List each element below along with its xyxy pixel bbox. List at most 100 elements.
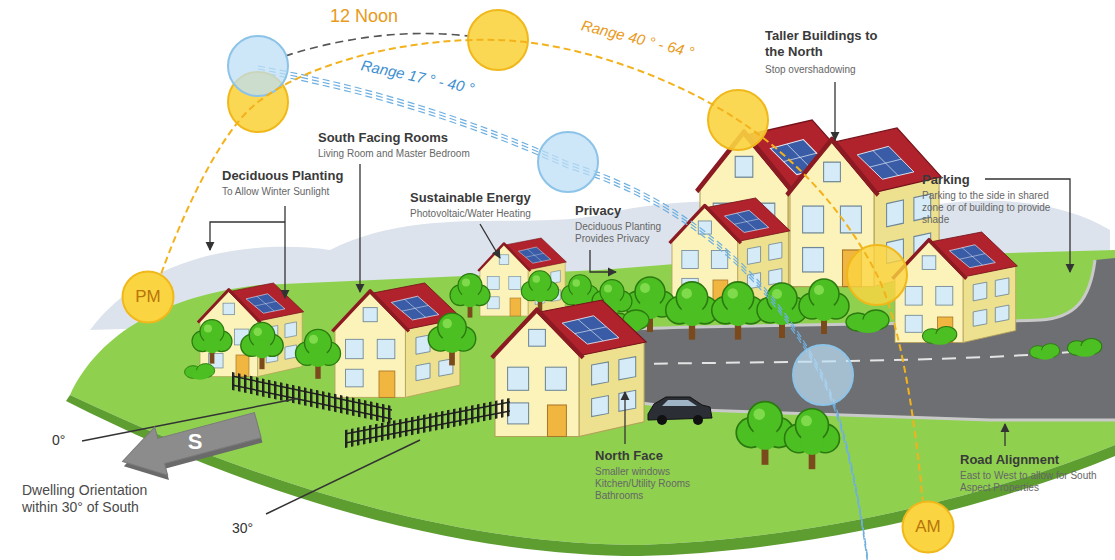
winter-sun	[538, 132, 598, 192]
leader-line	[284, 206, 285, 298]
callout-text: To Allow Winter Sunlight	[222, 186, 329, 198]
tree	[192, 320, 232, 364]
arrow-body	[116, 401, 264, 486]
callout-text: East to West to allow for South Aspect P…	[960, 470, 1108, 494]
orientation-note: Dwelling Orientation within 30° of South	[22, 482, 182, 516]
arrow-group	[116, 401, 265, 490]
callout-text: Smaller windows Kitchen/Utility Rooms Ba…	[595, 466, 705, 502]
node-text-holder: S	[120, 417, 270, 467]
sun-circle: PM	[121, 270, 175, 324]
leader-line	[210, 222, 285, 250]
lane-marking	[630, 352, 1070, 364]
range-label: Range 40 ° - 64 °	[580, 16, 696, 61]
callout-heading: Taller Buildings to the North	[765, 28, 880, 59]
sun-path	[161, 40, 922, 501]
winter-sun-path-line	[258, 66, 868, 560]
tall-house	[787, 128, 941, 287]
tree	[241, 322, 284, 369]
south-arrow: S	[120, 417, 270, 467]
sun-circle: AM	[901, 500, 955, 554]
fence-rail	[345, 402, 510, 434]
node-text: AM	[915, 517, 941, 537]
callout-text: Parking to the side in shared zone or of…	[922, 190, 1057, 226]
node-text: PM	[135, 287, 161, 307]
leader-line	[624, 392, 625, 444]
bush	[1067, 338, 1101, 356]
node-text: S	[188, 429, 203, 455]
time-label: 12 Noon	[330, 6, 398, 28]
callout-heading: Deciduous Planting	[222, 168, 343, 184]
tree	[666, 282, 719, 340]
kerb	[600, 260, 1095, 330]
fence	[345, 398, 510, 448]
fence-pickets	[232, 372, 392, 424]
kerb	[600, 395, 1115, 420]
car-body	[648, 397, 712, 420]
winter-sun-path-line	[258, 69, 868, 560]
leader-line	[480, 224, 500, 258]
fence	[232, 372, 392, 424]
callout-heading: Parking	[922, 172, 970, 188]
noon-line	[285, 34, 468, 57]
road	[600, 258, 1115, 420]
bush	[185, 364, 215, 380]
background-hill	[90, 201, 1110, 330]
tree	[757, 283, 807, 338]
tree	[450, 274, 490, 318]
callout-heading: Road Alignment	[960, 452, 1059, 468]
car-window	[662, 400, 697, 406]
sun-disc	[123, 272, 174, 323]
tree	[799, 279, 849, 334]
leader-line	[1004, 424, 1005, 446]
tree	[428, 313, 476, 365]
angle-label: 30°	[232, 520, 253, 537]
sun-disc	[903, 502, 954, 553]
summer-sun	[228, 72, 288, 132]
tree	[296, 329, 341, 379]
car-wheel	[657, 415, 667, 425]
node-text-holder: PM	[121, 270, 175, 324]
house	[892, 232, 1017, 343]
tree	[785, 409, 840, 470]
bush	[922, 326, 956, 344]
leader-line	[590, 250, 616, 272]
callout-text: Photovoltaic/Water Heating	[410, 208, 531, 220]
tall-house	[697, 120, 859, 289]
tree	[712, 282, 765, 340]
winter-sun	[793, 345, 853, 405]
node-text-holder: AM	[901, 500, 955, 554]
tree	[625, 277, 675, 332]
tree	[561, 275, 599, 316]
bush	[846, 310, 889, 333]
orientation-line	[266, 440, 420, 514]
callout-heading: Sustainable Energy	[410, 190, 531, 206]
winter-sun-path-line	[258, 72, 868, 560]
tree	[736, 402, 794, 465]
callout-text: Stop overshadowing	[765, 64, 856, 76]
winter-sun-path	[258, 66, 868, 560]
house	[670, 198, 791, 305]
car-wheel	[693, 415, 703, 425]
fence-rail	[232, 376, 392, 410]
bush	[1030, 344, 1060, 360]
summer-sun	[847, 245, 907, 305]
fence-rail	[345, 411, 510, 443]
house	[478, 238, 566, 316]
leader-lines	[210, 82, 1070, 446]
range-label: Range 17 ° - 40 °	[359, 56, 476, 98]
callout-heading: Privacy	[575, 203, 621, 219]
leader-line	[359, 164, 360, 292]
fence-rail	[232, 385, 392, 419]
leader-line	[834, 82, 835, 140]
ground-edge	[66, 395, 1115, 556]
summer-sun	[708, 90, 768, 150]
winter-sun	[228, 36, 288, 96]
ground	[70, 250, 1115, 545]
tree	[592, 280, 632, 324]
callout-heading: North Face	[595, 448, 663, 464]
house	[332, 283, 461, 397]
angle-label: 0°	[52, 432, 65, 449]
summer-sun	[468, 10, 528, 70]
